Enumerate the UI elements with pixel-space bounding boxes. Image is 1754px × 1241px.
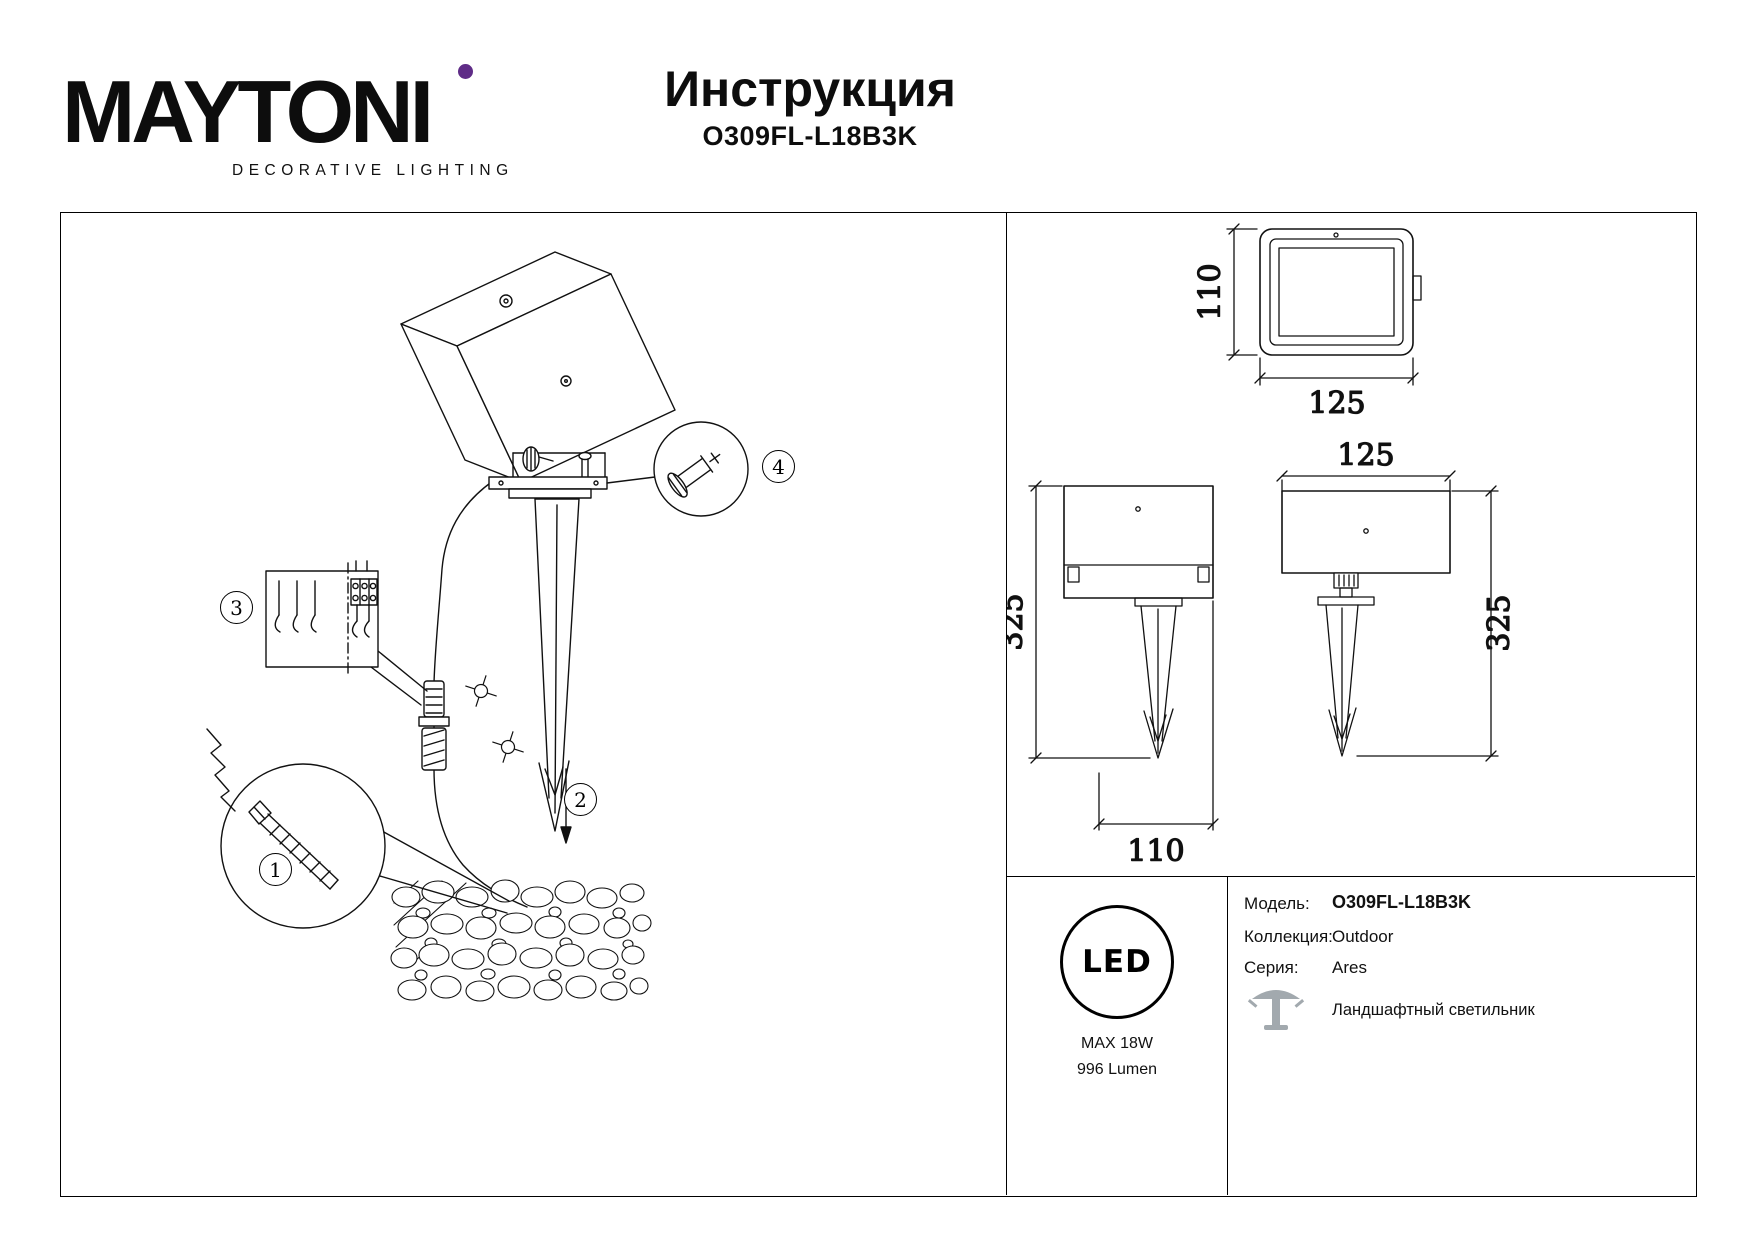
lamp-head (400, 251, 676, 483)
front-view-drawing: 110 125 (1192, 223, 1422, 422)
front-width-dim: 125 (1308, 386, 1365, 421)
side-right-height-dim: 325 (1482, 594, 1517, 651)
title-block: Инструкция O309FL-L18B3K (610, 60, 1010, 152)
side-view-left-drawing: 325 110 (1007, 480, 1219, 870)
brand-logo: MAYTONI DECORATIVE LIGHTING (62, 62, 508, 180)
max-power-label: MAX 18W (1080, 1035, 1153, 1052)
thumbscrew-icon (667, 452, 721, 498)
lumen-label: 996 Lumen (1076, 1061, 1158, 1078)
page-title: Инструкция (664, 61, 956, 117)
content-frame: 1 2 3 4 110 (60, 212, 1697, 1197)
led-panel: LED MAX 18W 996 Lumen (1007, 877, 1228, 1195)
brand-name: MAYTONI (62, 62, 434, 161)
collection-value: Outdoor (1332, 927, 1394, 946)
landscape-light-icon (1247, 990, 1305, 1030)
ground-texture (390, 879, 652, 1002)
callout-3 (265, 560, 428, 706)
step-badge-3: 3 (220, 591, 253, 624)
brand-logo-dot (458, 64, 473, 79)
screw-icon (248, 800, 339, 890)
brand-subtitle: DECORATIVE LIGHTING (232, 162, 514, 179)
model-label: Модель: (1244, 894, 1310, 913)
assembly-diagram (206, 251, 749, 1002)
side-left-depth-dim: 110 (1127, 834, 1184, 869)
model-value: O309FL-L18B3K (1332, 892, 1472, 912)
cable-connector (418, 680, 450, 771)
series-value: Ares (1332, 958, 1367, 977)
front-height-dim: 110 (1193, 263, 1228, 320)
product-type-label: Ландшафтный светильник (1332, 1001, 1535, 1019)
led-badge: LED (1060, 905, 1174, 1019)
side-right-width-dim: 125 (1337, 438, 1394, 473)
landscape-light-icon-shape (1247, 990, 1305, 1030)
cable-squiggle (206, 728, 236, 812)
callout-1 (206, 728, 510, 929)
callout-4 (606, 421, 749, 517)
spec-panel: Модель: O309FL-L18B3K Коллекция: Outdoor… (1228, 877, 1695, 1195)
ground-spike (534, 498, 580, 832)
twist-icon (465, 675, 497, 707)
collection-label: Коллекция: (1244, 927, 1333, 946)
assembly-panel: 1 2 3 4 (61, 213, 1007, 1195)
dimension-drawings: 110 125 (1007, 223, 1518, 870)
wiring-detail (274, 560, 378, 638)
dimensions-panel: 110 125 (1007, 213, 1695, 877)
led-badge-label: LED (1082, 944, 1152, 980)
step-badge-4: 4 (762, 450, 795, 483)
model-number: O309FL-L18B3K (702, 121, 918, 151)
side-view-right-drawing: 125 (1276, 437, 1518, 762)
step-badge-2: 2 (564, 783, 597, 816)
mounting-bracket (488, 446, 608, 499)
twist-icon (492, 731, 524, 763)
side-left-height-dim: 325 (1007, 593, 1030, 650)
step-badge-1: 1 (259, 853, 292, 886)
series-label: Серия: (1244, 958, 1299, 977)
